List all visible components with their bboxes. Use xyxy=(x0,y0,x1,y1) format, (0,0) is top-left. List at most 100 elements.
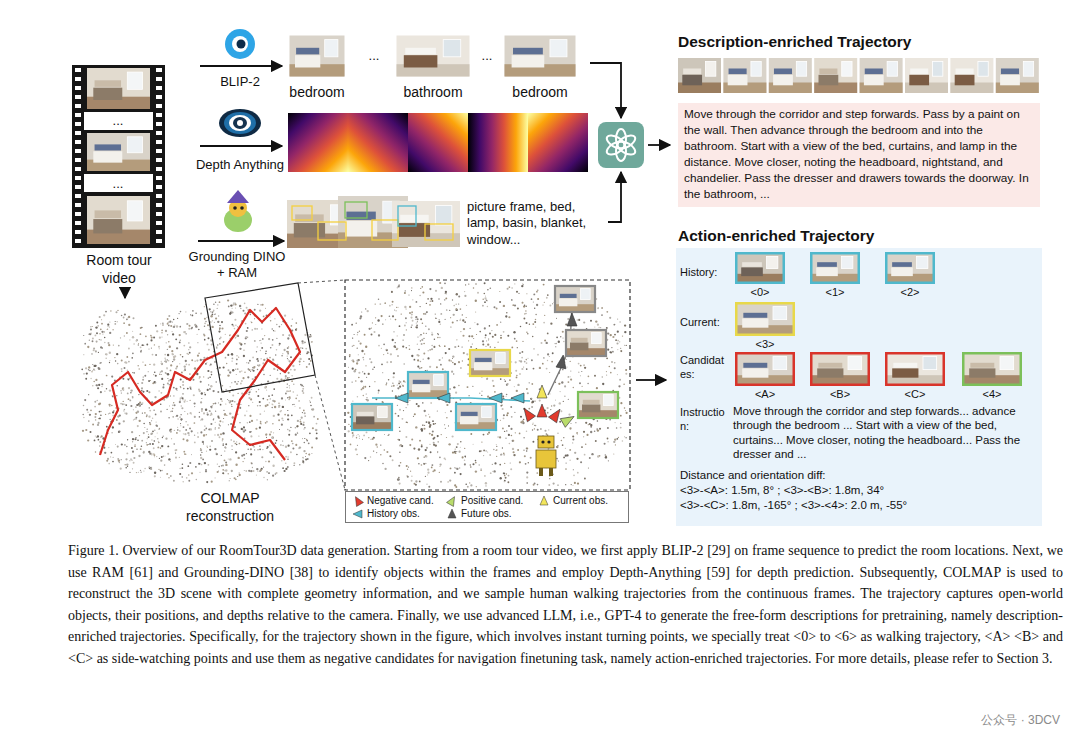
point-cloud-dot xyxy=(132,441,133,442)
point-cloud-dot xyxy=(194,324,196,326)
point-cloud-dot xyxy=(263,374,265,376)
point-cloud-dot xyxy=(169,429,171,431)
point-cloud-dot xyxy=(454,346,456,348)
point-cloud-dot xyxy=(109,362,110,363)
point-cloud-dot xyxy=(251,389,252,390)
point-cloud-dot xyxy=(227,399,228,400)
depth-map xyxy=(528,113,588,172)
point-cloud-dot xyxy=(401,445,403,447)
point-cloud-dot xyxy=(179,430,180,431)
point-cloud-dot xyxy=(519,373,521,375)
point-cloud-dot xyxy=(167,322,168,323)
point-cloud-dot xyxy=(154,430,155,431)
point-cloud-dot xyxy=(208,337,210,339)
point-cloud-dot xyxy=(581,371,582,372)
point-cloud-dot xyxy=(586,434,588,436)
point-cloud-dot xyxy=(288,360,290,362)
point-cloud-dot xyxy=(200,401,202,403)
point-cloud-dot xyxy=(270,452,272,454)
point-cloud-dot xyxy=(191,359,193,361)
point-cloud-dot xyxy=(219,436,221,438)
point-cloud-dot xyxy=(210,385,212,387)
point-cloud-dot xyxy=(221,455,222,456)
point-cloud-dot xyxy=(107,328,108,329)
point-cloud-dot xyxy=(163,456,165,458)
sprocket-hole xyxy=(75,203,81,207)
point-cloud-dot xyxy=(413,416,414,417)
point-cloud-dot xyxy=(421,343,423,345)
point-cloud-dot xyxy=(142,412,143,413)
point-cloud-dot xyxy=(616,427,618,429)
point-cloud-dot xyxy=(160,323,161,324)
point-cloud-dot xyxy=(101,319,102,320)
point-cloud-dot xyxy=(259,309,261,311)
point-cloud-dot xyxy=(138,455,140,457)
point-cloud-dot xyxy=(217,464,218,465)
point-cloud-dot xyxy=(481,390,482,391)
point-cloud-dot xyxy=(112,329,113,330)
point-cloud-dot xyxy=(166,367,168,369)
point-cloud-dot xyxy=(231,445,232,446)
point-cloud-dot xyxy=(302,438,303,439)
point-cloud-dot xyxy=(614,422,615,423)
point-cloud-dot xyxy=(126,356,128,358)
point-cloud-dot xyxy=(310,334,312,336)
point-cloud-dot xyxy=(257,360,259,362)
point-cloud-dot xyxy=(246,336,247,337)
point-cloud-dot xyxy=(135,406,137,408)
point-cloud-dot xyxy=(275,442,277,444)
point-cloud-dot xyxy=(295,329,297,331)
sprocket-hole xyxy=(156,95,162,99)
point-cloud-dot xyxy=(101,435,103,437)
point-cloud-dot xyxy=(168,315,170,317)
point-cloud-dot xyxy=(105,353,107,355)
point-cloud-dot xyxy=(118,430,120,432)
photo-wall xyxy=(392,201,460,247)
point-cloud-dot xyxy=(167,323,169,325)
point-cloud-dot xyxy=(159,458,160,459)
point-cloud-dot xyxy=(227,299,229,301)
point-cloud-dot xyxy=(288,391,289,392)
point-cloud-dot xyxy=(295,329,297,331)
point-cloud-dot xyxy=(172,361,173,362)
point-cloud-dot xyxy=(210,371,212,373)
point-cloud-dot xyxy=(160,403,162,405)
point-cloud-dot xyxy=(185,454,186,455)
point-cloud-dot xyxy=(167,334,168,335)
point-cloud-dot xyxy=(231,324,233,326)
point-cloud-dot xyxy=(213,418,214,419)
point-cloud-dot xyxy=(311,341,313,343)
photo-furniture xyxy=(773,75,793,86)
point-cloud-dot xyxy=(489,454,490,455)
point-cloud-dot xyxy=(132,451,134,453)
point-cloud-dot xyxy=(236,335,238,337)
point-cloud-dot xyxy=(155,436,156,437)
point-cloud-dot xyxy=(223,341,224,342)
point-cloud-dot xyxy=(226,415,227,416)
point-cloud-dot xyxy=(237,368,239,370)
point-cloud-dot xyxy=(286,355,287,356)
point-cloud-dot xyxy=(305,348,307,350)
point-cloud-dot xyxy=(252,378,254,380)
point-cloud-dot xyxy=(268,395,270,397)
point-cloud-dot xyxy=(160,470,162,472)
point-cloud-dot xyxy=(197,355,199,357)
point-cloud-dot xyxy=(235,308,236,309)
point-cloud-dot xyxy=(176,325,178,327)
point-cloud-dot xyxy=(202,458,204,460)
blip-icon-pupil xyxy=(237,40,246,49)
photo-furniture xyxy=(682,75,702,86)
point-cloud-dot xyxy=(313,416,315,418)
point-cloud-dot xyxy=(200,431,202,433)
point-cloud-dot xyxy=(94,440,96,442)
point-cloud-dot xyxy=(305,456,306,457)
point-cloud-dot xyxy=(162,324,164,326)
point-cloud-dot xyxy=(167,378,168,379)
point-cloud-dot xyxy=(199,376,201,378)
point-cloud-dot xyxy=(197,432,198,433)
point-cloud-dot xyxy=(506,430,507,431)
point-cloud-dot xyxy=(233,304,235,306)
point-cloud-dot xyxy=(200,381,202,383)
point-cloud-dot xyxy=(204,322,206,324)
point-cloud-dot xyxy=(267,399,269,401)
